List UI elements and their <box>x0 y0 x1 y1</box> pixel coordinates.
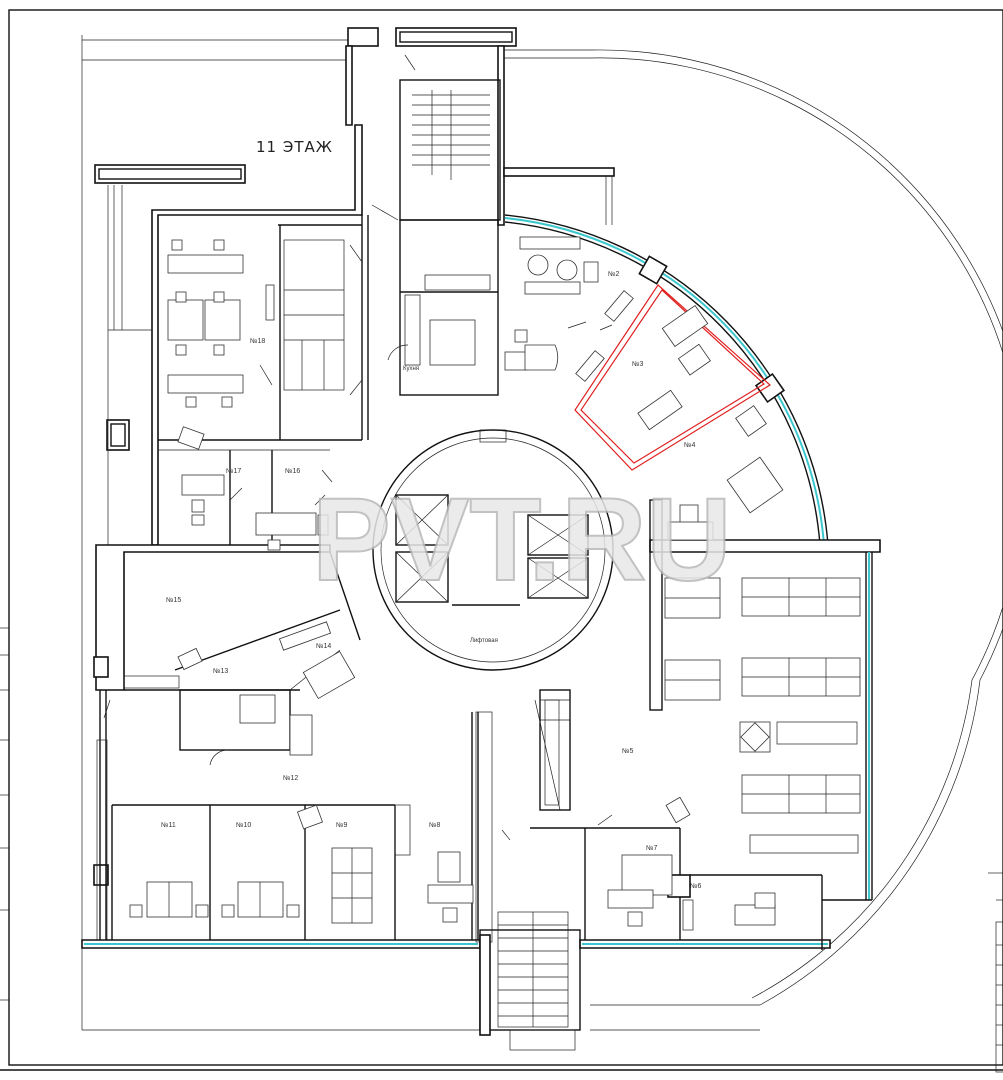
room-3-highlight <box>574 284 772 471</box>
room-label-9: №9 <box>336 822 348 829</box>
room-label-4: №4 <box>684 442 696 449</box>
room-label-2: №2 <box>608 271 620 278</box>
terrace-outline <box>81 35 1003 1031</box>
room-label-6: №6 <box>690 883 702 890</box>
room-label-18: №18 <box>250 338 265 345</box>
curved-facade <box>504 214 829 546</box>
room-label-11: №11 <box>161 822 176 829</box>
building-walls <box>81 27 831 949</box>
kitchen-label: Кухня <box>403 366 419 372</box>
room-label-12: №12 <box>283 775 298 782</box>
room-label-8: №8 <box>429 822 441 829</box>
room-label-16: №16 <box>285 468 300 475</box>
room-label-5: №5 <box>622 748 634 755</box>
elevator-core <box>372 429 614 671</box>
drawing-frame <box>0 9 1003 1071</box>
door-swings <box>103 54 613 841</box>
top-stair-steps <box>412 90 490 180</box>
room-label-3: №3 <box>632 361 644 368</box>
watermark: PVT.RU <box>312 474 732 606</box>
room-label-13: №13 <box>213 668 228 675</box>
office-5-walls <box>471 499 881 950</box>
floor-label: 11 ЭТАЖ <box>256 138 333 156</box>
room-label-14: №14 <box>316 643 331 650</box>
lift-hall-label: Лифтовая <box>470 638 498 644</box>
title-block <box>988 872 1003 1073</box>
bottom-stair <box>479 911 581 1051</box>
room-label-17: №17 <box>226 468 241 475</box>
room-label-15: №15 <box>166 597 181 604</box>
room-label-10: №10 <box>236 822 251 829</box>
furniture <box>129 236 861 931</box>
room-label-7: №7 <box>646 845 658 852</box>
